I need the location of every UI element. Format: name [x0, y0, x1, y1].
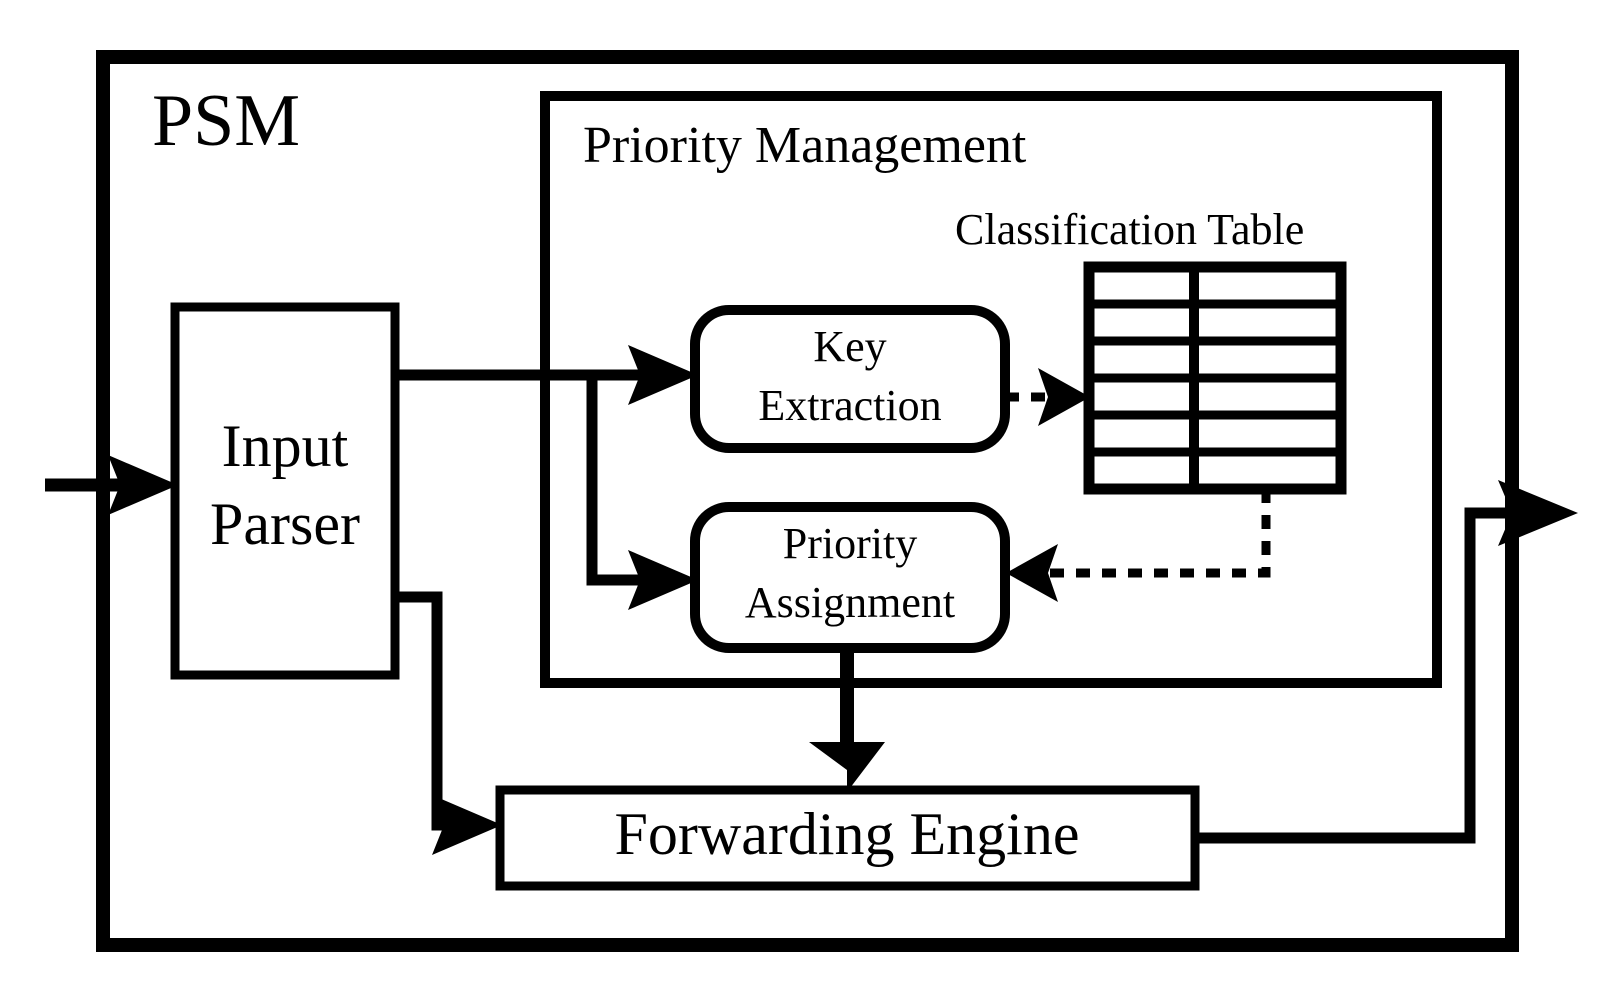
- connection-parser-to-key-extraction: [395, 345, 698, 405]
- connection-parser-to-forwarding-engine: [395, 591, 502, 855]
- connection-egress: [1195, 480, 1578, 844]
- priority-management-label: Priority Management: [583, 117, 1027, 174]
- key-extraction-label-line1: Key: [813, 322, 886, 371]
- connection-table-to-priority-assignment: [1006, 489, 1271, 602]
- priority-assignment-label-line2: Assignment: [745, 578, 955, 627]
- classification-table-label: Classification Table: [955, 205, 1304, 254]
- priority-management-box: [540, 91, 1442, 688]
- input-parser-label-line2: Parser: [210, 491, 360, 557]
- connection-key-extraction-to-table: [1005, 368, 1090, 426]
- key-extraction-block: [690, 305, 1010, 453]
- connection-ingress: [45, 455, 178, 515]
- input-parser-label-line1: Input: [222, 413, 349, 479]
- psm-label: PSM: [152, 80, 300, 162]
- forwarding-engine-label: Forwarding Engine: [615, 801, 1080, 867]
- connection-parser-to-priority-assignment: [586, 377, 698, 610]
- classification-table: [1083, 261, 1347, 495]
- priority-assignment-label-line1: Priority: [783, 519, 917, 568]
- connection-priority-to-forwarding-engine: [809, 648, 885, 792]
- input-parser-block: [170, 302, 400, 680]
- key-extraction-label-line2: Extraction: [758, 381, 941, 430]
